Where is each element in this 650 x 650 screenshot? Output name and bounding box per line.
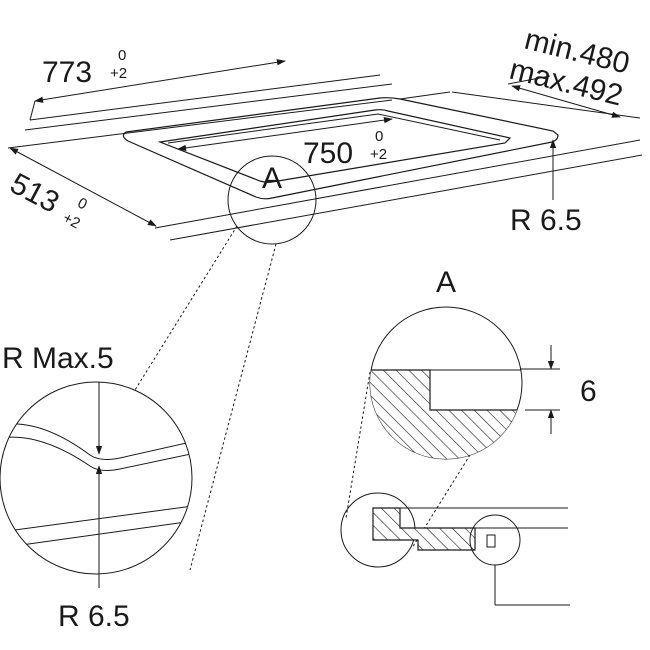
cutout-tol-bottom: +2 [370, 146, 387, 163]
width-tol-top: 0 [118, 47, 126, 64]
detail-a-marker: A [227, 155, 317, 245]
radius-bottom-label: R 6.5 [58, 600, 130, 633]
hob-opening [157, 109, 512, 183]
step-height-label: 6 [580, 375, 597, 408]
corner-radius-callout: R 6.5 [510, 139, 582, 237]
radius-max-label: R Max.5 [2, 342, 114, 375]
section-view [340, 492, 570, 606]
width-tol-bottom: +2 [110, 65, 127, 82]
depth-tol-bottom: +2 [60, 209, 83, 232]
dimension-750: 750 0 +2 [177, 117, 393, 170]
detail-a-marker-label: A [262, 162, 282, 195]
dimension-513: 513 0 +2 [5, 147, 157, 232]
width-main-label: 773 [42, 56, 92, 89]
depth-tol-top: 0 [75, 195, 90, 214]
dimension-773: 773 0 +2 [29, 47, 286, 121]
corner-radius-label: R 6.5 [510, 204, 582, 237]
dimension-min-max: min.480 max.492 [506, 23, 633, 118]
cutout-width-label: 750 [303, 137, 353, 170]
depth-main-label: 513 [5, 167, 65, 220]
detail-a-section: A 6 [369, 266, 597, 460]
cutout-tol-top: 0 [375, 128, 383, 145]
detail-a-title: A [436, 266, 456, 299]
corner-zoom-detail: R Max.5 R 6.5 [0, 342, 193, 633]
